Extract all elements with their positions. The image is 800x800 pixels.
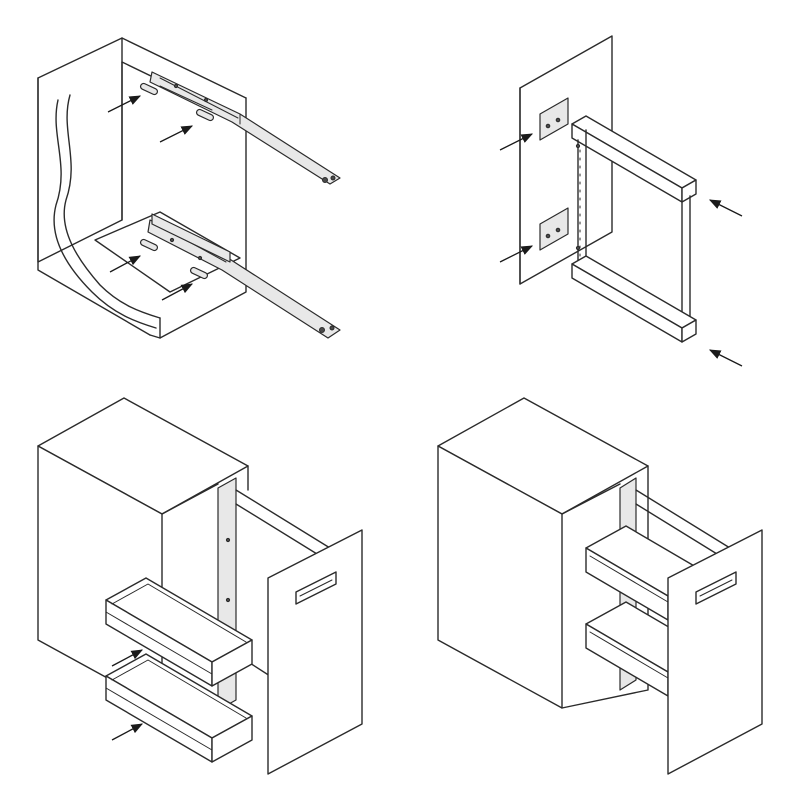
panel-step-4	[437, 397, 763, 775]
top-drawer-slide	[149, 71, 341, 185]
front-panel	[519, 35, 613, 285]
assembled-cabinet	[437, 397, 649, 709]
panel-step-1	[37, 37, 341, 339]
bottom-drawer-slide	[147, 213, 341, 339]
panel-step-2	[499, 35, 743, 367]
panel-3-arrows	[111, 649, 144, 741]
panel-2-arrows	[499, 133, 743, 367]
cabinet-body	[37, 397, 249, 709]
panel-step-3	[37, 397, 363, 775]
assembled-front-panel	[667, 529, 763, 775]
upper-basket	[105, 577, 253, 687]
panel-1-arrows	[107, 95, 194, 301]
lower-basket	[105, 653, 253, 763]
pull-out-frame	[571, 115, 697, 343]
front-panel-with-handle	[267, 529, 363, 775]
screw-hole-markers	[139, 82, 215, 280]
mounting-brackets	[539, 97, 569, 251]
